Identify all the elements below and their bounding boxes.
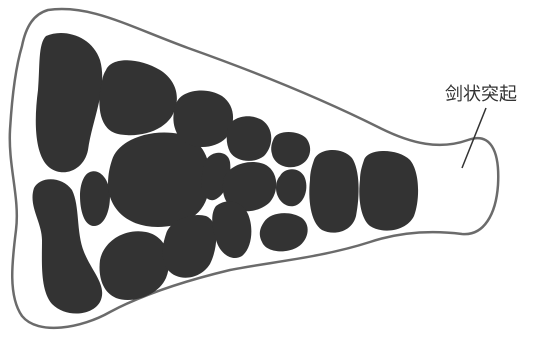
- xiphoid-process-label: 剑状突起: [445, 84, 517, 105]
- segment-upper-5: [271, 132, 310, 167]
- segment-upper-4: [227, 116, 272, 161]
- segment-right-1: [309, 150, 358, 233]
- segment-upper-3: [173, 90, 233, 147]
- segment-center-large: [108, 132, 210, 227]
- segment-right-2: [359, 151, 418, 231]
